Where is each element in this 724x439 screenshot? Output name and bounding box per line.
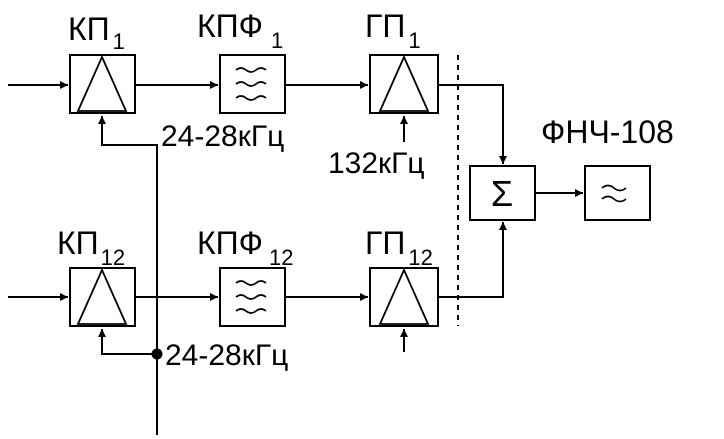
kp1-block [69,54,136,114]
kp12-label: КП12 [57,225,125,270]
sum-symbol: Σ [491,173,513,214]
fnch-block [584,165,651,221]
carrier-freq-bottom: 24-28кГц [165,339,288,372]
carrier-line-kp12 [98,329,157,355]
junction-dot [151,348,163,360]
wire-gp1-sum [438,84,507,164]
kpf1-block [219,54,286,114]
kpf12-block [219,267,286,327]
group-freq: 132кГц [328,147,425,180]
gp12-block [369,267,439,327]
fnch-label: ФНЧ-108 [541,114,674,150]
kp12-block [69,267,136,327]
wire-gp12-sum [438,222,507,298]
carrier-line-kp1 [98,116,158,435]
gp1-block [369,54,439,114]
carrier-freq-top: 24-28кГц [161,120,284,153]
